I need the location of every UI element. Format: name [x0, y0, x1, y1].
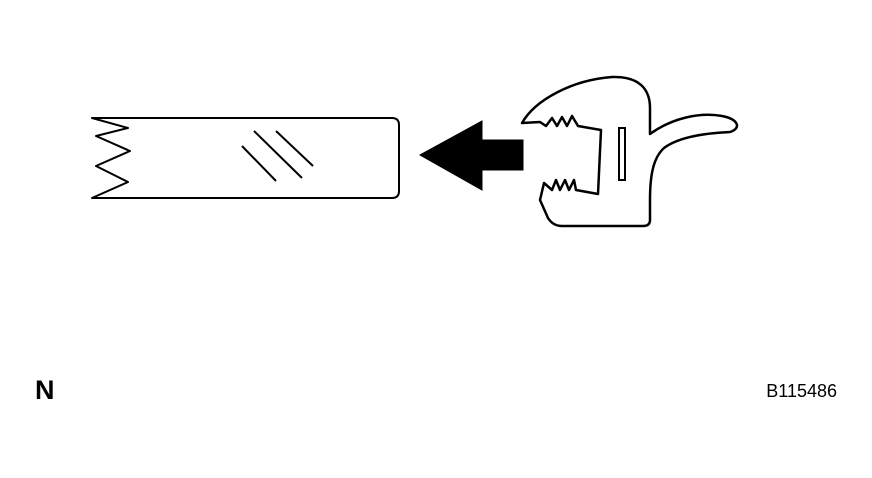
glass-reflection-line-3: [275, 130, 314, 167]
weatherstrip-outline: [520, 75, 739, 228]
glass-reflection-line-2: [253, 130, 303, 179]
glass-reflection-line-1: [241, 145, 277, 182]
glass-panel-outline: [91, 117, 400, 199]
glass-panel-icon: [91, 117, 400, 199]
weatherstrip-seal-icon: [520, 75, 739, 228]
weatherstrip-insert-slot: [618, 127, 626, 181]
figure-code-label: B115486: [766, 381, 837, 401]
corner-mark-label: N: [35, 375, 55, 405]
arrow-left-icon: [418, 120, 524, 191]
